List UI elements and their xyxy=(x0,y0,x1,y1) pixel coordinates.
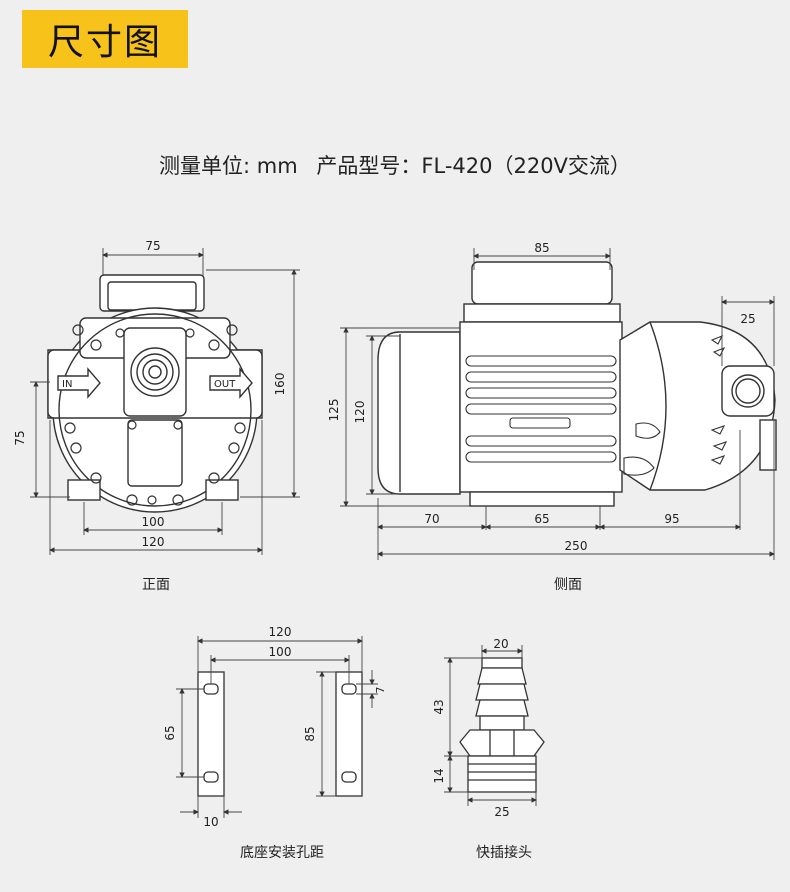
front-view-caption: 正面 xyxy=(142,577,170,593)
dim-front-height: 160 xyxy=(273,373,287,396)
front-dims xyxy=(30,248,300,555)
dim-front-left: 75 xyxy=(13,430,27,445)
dim-front-mount: 100 xyxy=(142,515,165,529)
front-view xyxy=(47,274,263,513)
dim-mount-outer: 120 xyxy=(269,625,292,639)
dim-side-total: 250 xyxy=(565,539,588,553)
section-title-box: 尺寸图 xyxy=(22,10,188,68)
dim-mount-left-spacing: 65 xyxy=(163,725,177,740)
dim-side-seg-pump: 95 xyxy=(664,512,679,526)
model-text: 产品型号：FL-420（220V交流） xyxy=(316,154,631,178)
mount-holes-drawing xyxy=(197,671,363,797)
dim-front-top: 75 xyxy=(145,239,160,253)
dim-connector-bottom: 25 xyxy=(494,805,509,819)
out-label: OUT xyxy=(214,379,236,390)
section-title: 尺寸图 xyxy=(47,22,162,63)
dim-side-height-inner: 120 xyxy=(353,401,367,424)
dim-side-seg-base: 65 xyxy=(534,512,549,526)
dim-mount-inner: 100 xyxy=(269,645,292,659)
unit-text: 测量单位: mm xyxy=(159,154,298,178)
dim-mount-width: 10 xyxy=(203,815,218,829)
side-view-caption: 侧面 xyxy=(554,577,582,593)
quick-connector-caption: 快插接头 xyxy=(476,845,532,861)
in-label: IN xyxy=(62,379,72,390)
dim-connector-barb: 43 xyxy=(432,699,446,714)
dim-mount-slot: 7 xyxy=(374,687,387,694)
dim-mount-right-spacing: 85 xyxy=(303,726,317,741)
spec-line: 测量单位: mm 产品型号：FL-420（220V交流） xyxy=(0,150,790,180)
dim-connector-top: 20 xyxy=(493,637,508,651)
dim-connector-thread: 14 xyxy=(432,768,446,783)
side-view xyxy=(377,261,777,507)
mount-holes-dims xyxy=(176,636,378,818)
mount-holes-caption: 底座安装孔距 xyxy=(240,845,324,861)
dim-side-height-outer: 125 xyxy=(327,399,341,422)
quick-connector-dims xyxy=(444,645,537,806)
dim-front-base: 120 xyxy=(142,535,165,549)
side-dims xyxy=(340,248,775,560)
quick-connector-drawing xyxy=(459,657,545,793)
dim-side-motor-top: 85 xyxy=(534,241,549,255)
dim-side-seg-motor: 70 xyxy=(424,512,439,526)
dim-side-port: 25 xyxy=(740,312,755,326)
